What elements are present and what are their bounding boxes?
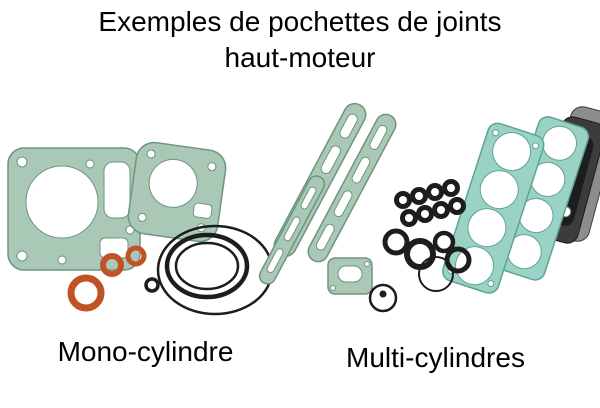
gasket-sets-photo xyxy=(0,80,600,335)
valve-cover-gasket-strip-3 xyxy=(258,175,326,285)
mono-cylinder-gasket-set xyxy=(7,141,274,316)
caption-mono-cylindre: Mono-cylindre xyxy=(57,336,234,367)
black-seal-rings xyxy=(156,224,274,316)
page-title: Exemples de pochettes de joints haut-mote… xyxy=(0,4,600,76)
multi-cylinder-gasket-set xyxy=(258,102,600,313)
valve-cover-gasket-strip-2 xyxy=(307,113,397,263)
gasket-sets-illustration xyxy=(7,102,600,316)
head-gasket-rear xyxy=(493,116,590,281)
valve-stem-seals xyxy=(394,179,466,227)
o-ring-black-small xyxy=(144,277,160,293)
black-o-rings xyxy=(382,228,472,292)
caption-multi-cylindres: Multi-cylindres xyxy=(346,342,525,373)
seal-ring-with-grommet xyxy=(368,283,398,313)
o-ring-orange-large xyxy=(67,274,105,312)
o-ring-orange-small-1 xyxy=(100,253,124,277)
head-gasket-four-bores xyxy=(442,122,545,294)
title-line-1: Exemples de pochettes de joints xyxy=(98,6,502,37)
cylinder-base-gasket xyxy=(7,147,141,271)
side-cover-gasket xyxy=(127,141,227,243)
small-port-gasket xyxy=(327,257,373,295)
o-ring-orange-small-2 xyxy=(125,245,147,267)
title-line-2: haut-moteur xyxy=(224,41,376,73)
